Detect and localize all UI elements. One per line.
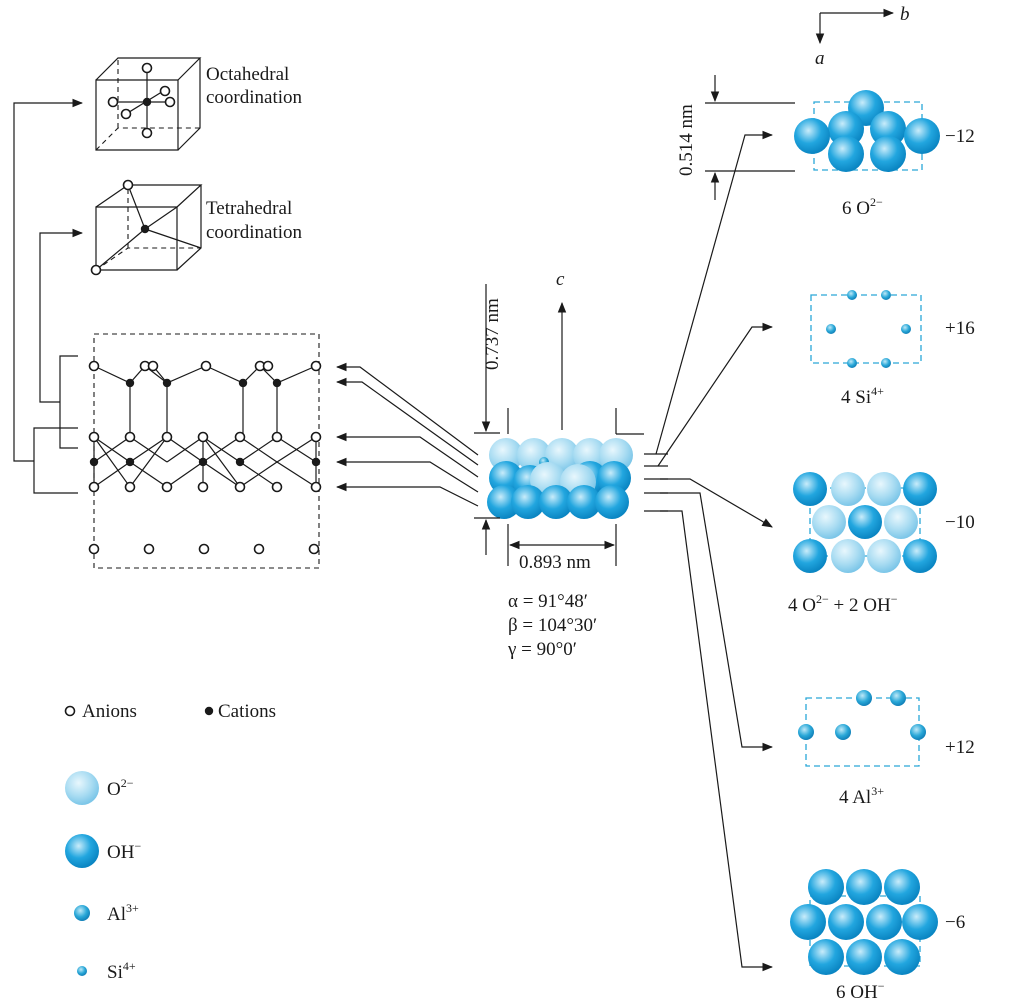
width-label: 0.893 nm (519, 552, 591, 573)
cation-legend-marker (204, 706, 214, 716)
unit-cell-block (487, 438, 633, 519)
layer-5-6OH (790, 869, 938, 975)
layer-1-charge: −12 (945, 126, 975, 147)
layer-3-charge: −10 (945, 512, 975, 533)
coordination-brackets (13, 98, 84, 494)
height-label-a: 0.514 nm (676, 104, 697, 176)
layer-3-label: 4 O2− + 2 OH− (788, 592, 898, 616)
height-label-c: 0.737 nm (482, 298, 503, 370)
legend-si: Si4+ (107, 959, 136, 983)
layer-4-4Al (798, 690, 926, 767)
legend-oh: OH− (107, 839, 141, 863)
layer-2-label: 4 Si4+ (841, 384, 884, 408)
right-layer-ticks (644, 453, 668, 512)
o2-legend-marker (65, 771, 99, 805)
a-axis-label: a (815, 48, 825, 69)
angle-beta: β = 104°30′ (508, 615, 597, 636)
angle-gamma: γ = 90°0′ (507, 639, 577, 660)
c-axis-label: c (556, 269, 565, 290)
layer-1-label: 6 O2− (842, 195, 883, 219)
si-legend-marker (77, 966, 87, 976)
legend-anions: Anions (82, 701, 137, 722)
anion-markers (88, 360, 322, 555)
layer-1-6O (794, 90, 940, 172)
legend-al: Al3+ (107, 901, 139, 925)
anion-legend-marker (64, 705, 76, 717)
octahedral-label-2: coordination (206, 87, 303, 108)
al-legend-marker (74, 905, 90, 921)
right-pointing-arrows (655, 130, 774, 972)
cation-markers (89, 378, 321, 467)
oh-legend-marker (65, 834, 99, 868)
legend-o2: O2− (107, 776, 134, 800)
height-dimension-c (474, 284, 644, 555)
legend-cations: Cations (218, 701, 276, 722)
width-dimension (507, 524, 617, 566)
layer-structure-schematic (88, 333, 322, 569)
layer-3-mixed (793, 472, 937, 573)
layer-5-charge: −6 (945, 912, 965, 933)
octahedral-label-1: Octahedral (206, 64, 289, 85)
height-dimension-a (705, 75, 795, 200)
layer-5-label: 6 OH− (836, 979, 885, 1002)
b-axis-label: b (900, 4, 910, 25)
tetrahedral-coordination-cube (90, 179, 203, 276)
layer-2-charge: +16 (945, 318, 975, 339)
tetrahedral-label-1: Tetrahedral (206, 198, 292, 219)
angle-alpha: α = 91°48′ (508, 591, 588, 612)
legend: Anions Cations O2− OH− Al3+ Si4+ (64, 701, 276, 983)
octahedral-coordination-cube (95, 57, 202, 151)
layer-4-charge: +12 (945, 737, 975, 758)
tetrahedral-label-2: coordination (206, 222, 303, 243)
left-pointing-arrows (335, 362, 479, 507)
ab-axes (815, 8, 895, 45)
layer-4-label: 4 Al3+ (839, 784, 884, 808)
layer-2-4Si (810, 290, 922, 368)
